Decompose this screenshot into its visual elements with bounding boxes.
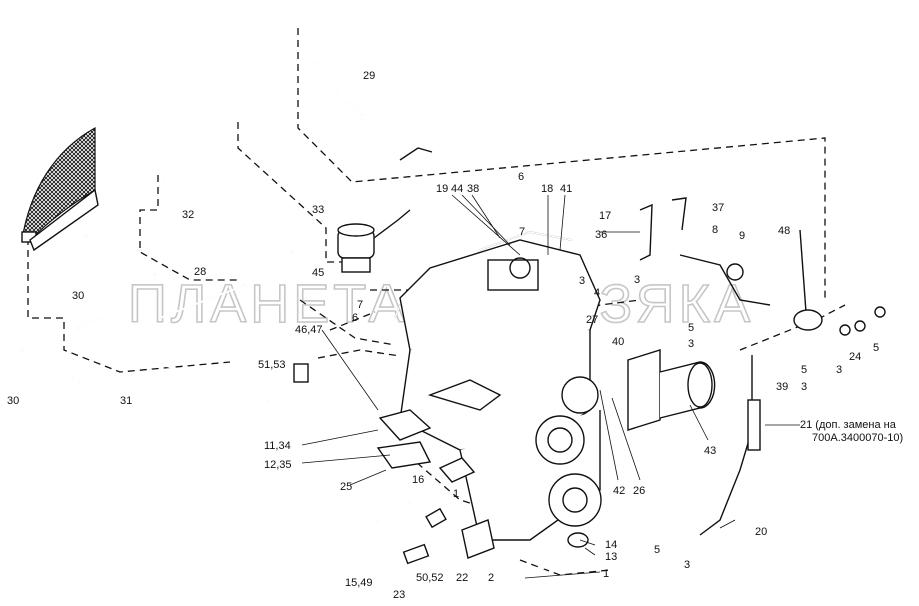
right-components — [627, 197, 886, 536]
callout-5c: 5 — [801, 364, 807, 376]
dashed-assembly-lines — [27, 28, 846, 576]
callout-31: 31 — [120, 395, 132, 407]
callout-13: 13 — [605, 551, 617, 563]
callout-4: 4 — [594, 287, 600, 299]
callout-37: 37 — [712, 202, 724, 214]
pipes-left — [21, 61, 573, 504]
callout-42: 42 — [613, 485, 625, 497]
callout-labels: 29 32 33 45 28 30 30 31 19 44 38 6 18 41… — [7, 70, 903, 601]
callout-3a: 3 — [579, 275, 585, 287]
callout-51-53: 51,53 — [258, 359, 286, 371]
callout-7b: 7 — [357, 299, 363, 311]
callout-24: 24 — [849, 351, 861, 363]
callout-21-line2: 700А.3400070-10) — [812, 432, 903, 444]
callout-25: 25 — [340, 481, 352, 493]
callout-3d: 3 — [836, 364, 842, 376]
callout-26: 26 — [633, 485, 645, 497]
callout-39: 39 — [776, 381, 788, 393]
callout-12-35: 12,35 — [264, 459, 292, 471]
callout-30b: 30 — [7, 395, 19, 407]
callout-38: 38 — [467, 183, 479, 195]
callout-5a: 5 — [688, 322, 694, 334]
callout-3f: 3 — [684, 559, 690, 571]
callout-6b: 6 — [352, 312, 358, 324]
callout-14: 14 — [605, 539, 617, 551]
radiator-grille — [21, 126, 99, 252]
callout-2: 2 — [488, 572, 494, 584]
callout-17: 17 — [599, 210, 611, 222]
callout-18: 18 — [541, 183, 553, 195]
gearbox-housing — [399, 239, 602, 541]
callout-44: 44 — [451, 183, 463, 195]
bottom-parts — [293, 363, 589, 582]
callout-22: 22 — [456, 572, 468, 584]
callout-6a: 6 — [518, 171, 524, 183]
callout-11-34: 11,34 — [264, 440, 291, 452]
callout-3e: 3 — [801, 381, 807, 393]
callout-28: 28 — [194, 266, 206, 278]
callout-46-47: 46,47 — [295, 324, 323, 336]
callout-33: 33 — [312, 204, 324, 216]
callout-30a: 30 — [72, 290, 84, 302]
callout-16: 16 — [412, 474, 424, 486]
callout-50-52: 50,52 — [416, 572, 444, 584]
callout-9: 9 — [739, 230, 745, 242]
callout-3b: 3 — [634, 274, 640, 286]
fuel-filter-assembly — [337, 147, 433, 273]
callout-36: 36 — [595, 229, 607, 241]
callout-21-line1: 21 (доп. замена на — [800, 419, 897, 431]
callout-40: 40 — [612, 336, 624, 348]
callout-41: 41 — [560, 183, 572, 195]
callout-45: 45 — [312, 267, 324, 279]
callout-23: 23 — [393, 589, 405, 601]
callout-5d: 5 — [654, 544, 660, 556]
callout-7a: 7 — [519, 226, 525, 238]
callout-5b: 5 — [873, 342, 879, 354]
callout-29: 29 — [363, 70, 375, 82]
callout-32: 32 — [182, 209, 194, 221]
callout-27: 27 — [586, 314, 598, 326]
callout-15-49: 15,49 — [345, 577, 373, 589]
callout-3c: 3 — [688, 338, 694, 350]
callout-1a: 1 — [453, 488, 459, 500]
callout-43: 43 — [704, 445, 716, 457]
callout-48: 48 — [778, 225, 790, 237]
callout-8: 8 — [712, 224, 718, 236]
leader-lines — [301, 194, 800, 579]
callout-20: 20 — [755, 526, 767, 538]
callout-19: 19 — [436, 183, 448, 195]
callout-1b: 1 — [603, 568, 609, 580]
